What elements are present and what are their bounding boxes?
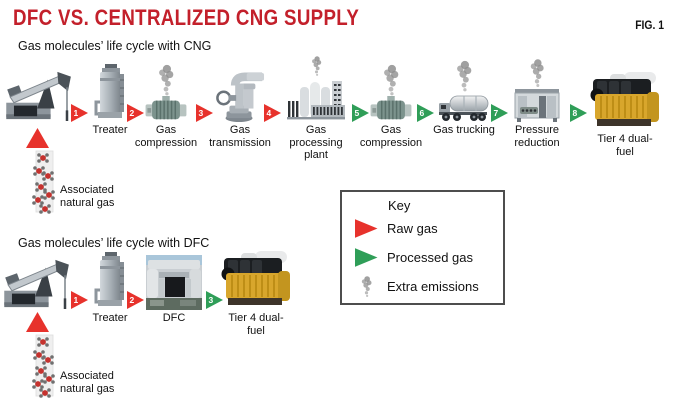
dfc-feed-source: Associated natural gas	[0, 312, 150, 416]
step-number: 4	[266, 107, 272, 118]
step-label: Gas compression	[134, 124, 198, 149]
molecule-icon	[29, 150, 57, 216]
pumpjack-icon	[2, 256, 74, 310]
gas-compressor-icon	[144, 96, 188, 122]
gas-compressor-icon	[369, 96, 413, 122]
step-gas-transmission: Gas transmission	[205, 58, 275, 149]
step-gas-compression: Gas compression	[131, 58, 201, 149]
step-label: Treater	[92, 124, 128, 136]
smoke-icon	[527, 58, 547, 88]
molecule-icon	[29, 334, 57, 400]
step-number: 5	[354, 107, 360, 118]
step-gas-processing-plant: Gas processing plant	[281, 58, 351, 162]
step-tier-4-dual-fuel: Tier 4 dual-fuel	[590, 67, 660, 158]
step-number: 8	[572, 107, 578, 118]
step-pressure-reduction: Pressure reduction	[502, 58, 572, 149]
key-legend: Key Raw gas Processed gas Extra emission…	[340, 190, 505, 305]
step-dfc: DFC	[139, 246, 209, 325]
treater-icon	[93, 64, 127, 122]
treater-icon	[93, 252, 127, 310]
step-label: Treater	[92, 312, 128, 324]
processing-plant-icon	[287, 76, 345, 122]
key-label: Raw gas	[387, 221, 438, 236]
key-label: Extra emissions	[387, 279, 479, 294]
key-row: Processed gas	[342, 243, 503, 272]
source-pumpjack	[4, 58, 76, 122]
page-title: DFC VS. CENTRALIZED CNG SUPPLY	[13, 5, 360, 30]
key-title: Key	[388, 198, 411, 213]
dfc-cycle-heading: Gas molecules’ life cycle with DFC	[18, 236, 210, 250]
key-row: Extra emissions	[342, 272, 503, 301]
pumpjack-icon	[4, 68, 76, 122]
cng-cycle-row: 1 Treater 2 Gas compression 3 Gas transm…	[0, 58, 676, 188]
smoke-icon	[155, 64, 177, 96]
engine-icon	[590, 71, 660, 131]
processed-gas-arrow-icon: 8	[570, 104, 587, 122]
step-number: 3	[208, 294, 214, 305]
smoke-icon	[380, 64, 402, 96]
processed-gas-arrow-icon	[354, 248, 378, 267]
step-label: Gas trucking	[433, 124, 495, 136]
raw-gas-up-arrow-icon	[26, 128, 49, 148]
step-number: 2	[129, 294, 135, 305]
source-pumpjack	[2, 246, 74, 310]
smoke-icon	[359, 273, 374, 300]
figure-number: FIG. 1	[635, 20, 664, 32]
step-gas-trucking: Gas trucking	[429, 58, 499, 137]
tanker-truck-icon	[438, 92, 490, 122]
step-number: 7	[493, 107, 499, 118]
step-tier-4-dual-fuel: Tier 4 dual-fuel	[221, 246, 291, 337]
dfc-plant-icon	[146, 255, 202, 310]
key-row: Raw gas	[342, 214, 503, 243]
step-number: 2	[129, 107, 135, 118]
raw-gas-up-arrow-icon	[26, 312, 49, 332]
step-label: Gas transmission	[209, 124, 271, 149]
step-label: Pressure reduction	[514, 124, 560, 149]
step-label: Tier 4 dual-fuel	[597, 133, 653, 158]
key-rows: Raw gas Processed gas Extra emissions	[342, 214, 503, 301]
cng-feed-source: Associated natural gas	[0, 128, 150, 238]
step-treater: Treater	[75, 58, 145, 137]
dfc-cycle-row: 1 Treater 2 DFC 3 Tier 4 dual-fuel	[0, 246, 676, 376]
step-label: DFC	[162, 312, 186, 324]
feed-label: Associated natural gas	[60, 370, 115, 395]
step-label: Tier 4 dual-fuel	[228, 312, 284, 337]
engine-icon	[221, 250, 291, 310]
step-label: Gas compression	[359, 124, 423, 149]
raw-gas-arrow-icon	[354, 219, 378, 238]
pipeline-valve-icon	[215, 72, 265, 122]
step-gas-compression: Gas compression	[356, 58, 426, 149]
step-label: Gas processing plant	[289, 124, 343, 161]
step-treater: Treater	[75, 246, 145, 325]
step-number: 6	[419, 107, 425, 118]
smoke-icon	[453, 60, 475, 92]
key-label: Processed gas	[387, 250, 473, 265]
feed-label: Associated natural gas	[60, 184, 115, 209]
smoke-icon	[309, 56, 324, 76]
step-number: 1	[73, 107, 79, 118]
step-number: 3	[198, 107, 204, 118]
cng-cycle-heading: Gas molecules’ life cycle with CNG	[18, 39, 212, 53]
step-number: 1	[73, 294, 79, 305]
pressure-reduction-icon	[514, 88, 560, 122]
